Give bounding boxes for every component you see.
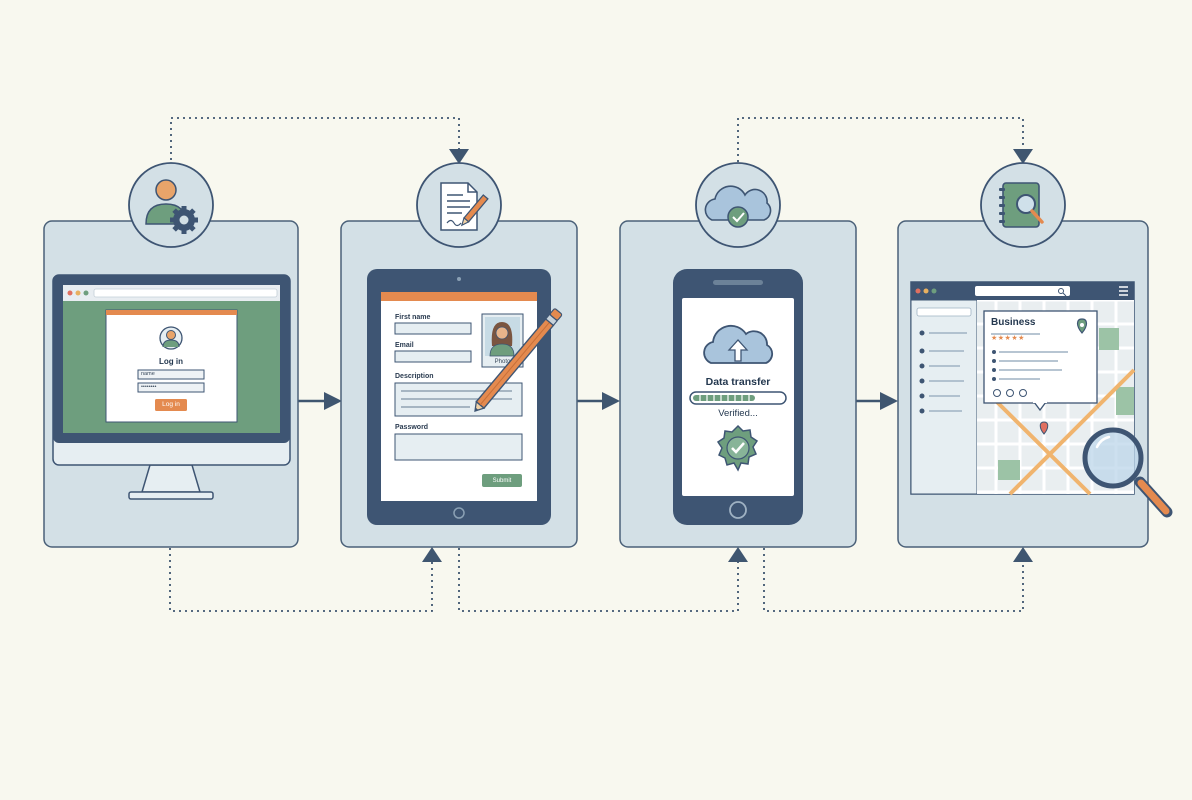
- desktop-monitor: [52, 274, 291, 500]
- directory-search-icon: [980, 162, 1066, 248]
- arrowhead-bottom-2: [728, 547, 748, 562]
- arrowhead-top-1: [449, 149, 469, 164]
- verified-status: Verified...: [718, 408, 758, 419]
- business-card-title[interactable]: Business: [991, 317, 1036, 328]
- login-title: Log in: [159, 357, 183, 366]
- arrowhead-top-2: [1013, 149, 1033, 164]
- rating-stars: ★★★★★: [991, 335, 1025, 342]
- cloud-check-icon: [695, 162, 781, 248]
- email-label: Email: [395, 342, 414, 349]
- login-button[interactable]: Log in: [162, 400, 180, 408]
- submit-button[interactable]: Submit: [492, 477, 512, 484]
- phone-device: [673, 269, 803, 525]
- username-field[interactable]: name: [141, 370, 155, 377]
- password-label: Password: [395, 424, 429, 431]
- arrow-right-2: [577, 392, 620, 410]
- password-field[interactable]: ••••••••: [141, 383, 157, 390]
- connector-top-1: [170, 117, 460, 160]
- description-label: Description: [395, 373, 434, 380]
- arrowhead-bottom-3: [1013, 547, 1033, 562]
- verified-badge-icon: [716, 424, 759, 472]
- user-gear-icon: [128, 162, 214, 248]
- document-sign-icon: [416, 162, 502, 248]
- connector-top-2: [737, 117, 1024, 162]
- connector-bottom-2: [458, 548, 739, 612]
- first-name-label: First name: [395, 314, 431, 321]
- arrow-right-3: [856, 392, 898, 410]
- photo-label: Photo: [494, 359, 511, 365]
- connector-bottom-1: [169, 548, 433, 612]
- tablet-device: [367, 269, 551, 525]
- pencil-icon: [474, 308, 563, 412]
- data-transfer-title: Data transfer: [705, 376, 771, 388]
- magnifier-icon: [1082, 427, 1173, 518]
- arrow-right-1: [298, 392, 342, 410]
- connector-bottom-3: [763, 548, 1024, 612]
- arrowhead-bottom-1: [422, 547, 442, 562]
